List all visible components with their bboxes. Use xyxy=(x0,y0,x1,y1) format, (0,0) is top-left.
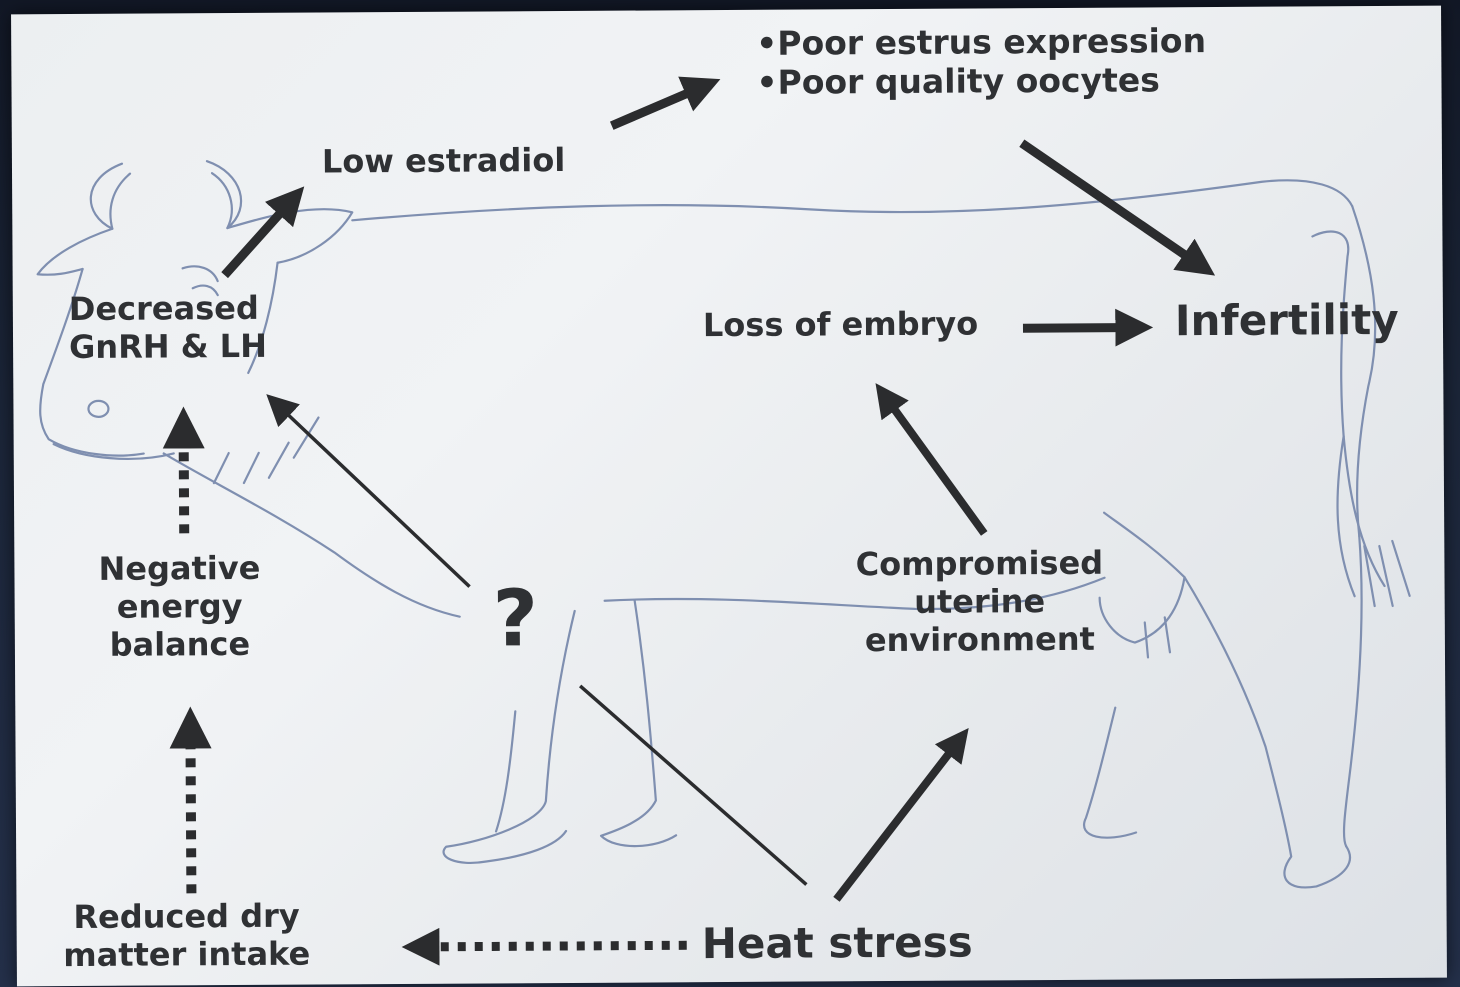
arrow-poor-oocytes-to-infertility xyxy=(1022,142,1203,268)
arrow-estradiol-to-poor-estrus xyxy=(611,85,706,126)
loss-of-embryo-label: Loss of embryo xyxy=(703,306,978,344)
arrow-uterine-to-embryo xyxy=(883,393,984,534)
flow-arrows xyxy=(11,6,1447,987)
slide: •Poor estrus expression •Poor quality oo… xyxy=(11,6,1447,987)
uterine-label-line1: Compromised xyxy=(824,546,1134,584)
reduced-intake-label-line2: matter intake xyxy=(37,936,337,974)
heat-stress-label: Heat stress xyxy=(702,919,973,968)
line-heat-to-question xyxy=(580,685,806,886)
negative-energy-label-line3: balance xyxy=(75,627,285,664)
decreased-label-line2: GnRH & LH xyxy=(69,329,267,366)
negative-energy-label-line2: energy xyxy=(75,589,285,626)
negative-energy-label-line1: Negative xyxy=(74,551,284,588)
infertility-label: Infertility xyxy=(1175,296,1399,344)
arrow-question-to-gnrh xyxy=(275,402,469,588)
reduced-intake-label-line1: Reduced dry xyxy=(36,898,336,936)
arrow-energy-to-gnrh xyxy=(184,423,185,533)
low-estradiol-label: Low estradiol xyxy=(322,143,566,180)
arrow-embryo-to-infertility xyxy=(1023,327,1138,328)
arrow-heat-to-uterine xyxy=(835,739,961,900)
poor-oocytes-label: •Poor quality oocytes xyxy=(756,62,1160,101)
decreased-label-line1: Decreased xyxy=(69,291,259,328)
arrow-gnrh-to-estradiol xyxy=(224,198,294,275)
question-mark: ? xyxy=(492,576,538,664)
arrow-intake-to-energy xyxy=(190,723,191,893)
uterine-label-line2: uterine xyxy=(825,584,1135,622)
poor-estrus-label: •Poor estrus expression xyxy=(756,23,1206,63)
arrow-heat-to-intake xyxy=(417,945,687,947)
uterine-label-line3: environment xyxy=(825,622,1135,660)
